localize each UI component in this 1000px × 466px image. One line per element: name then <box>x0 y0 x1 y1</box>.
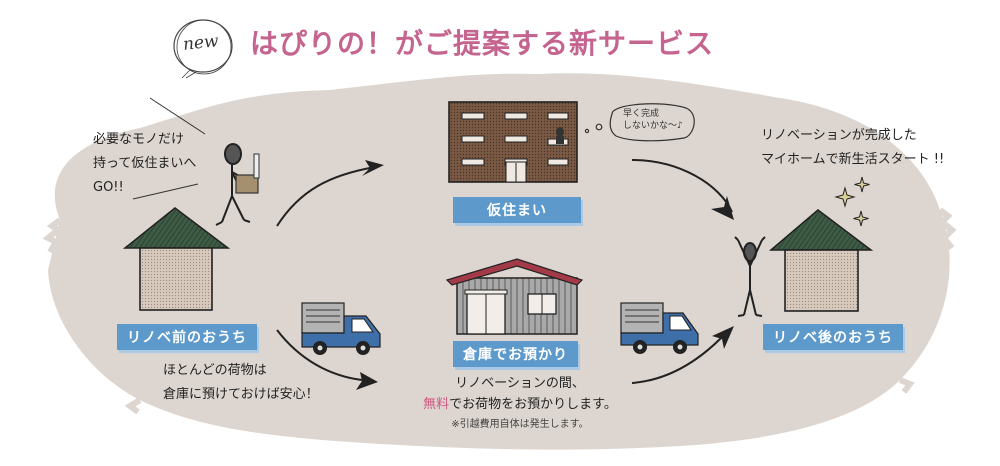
free-highlight: 無料 <box>423 397 450 412</box>
thought-bubble-icon <box>584 103 695 142</box>
new-badge-text: new <box>182 31 220 55</box>
person-carrying-box-icon <box>215 143 260 226</box>
caption-line: 無料でお荷物をお預かりします。 <box>380 394 660 415</box>
bubble-line: しないかな〜♪ <box>623 121 683 131</box>
caption-line: GO!! <box>93 180 124 195</box>
warehouse-caption: リノベーションの間、 無料でお荷物をお預かりします。 ※引越費用自体は発生します… <box>380 373 660 430</box>
thought-bubble-text: 早く完成 しないかな〜♪ <box>623 108 683 132</box>
arrow-icon <box>276 160 384 227</box>
caption-line: 持って仮住まいへ <box>93 156 197 171</box>
caption-line: 必要なモノだけ <box>93 132 185 147</box>
house-after-icon <box>768 209 874 312</box>
page-title: はぴりの！がご提案する新サービス <box>250 27 715 60</box>
moving-cost-note: ※引越費用自体は発生します。 <box>451 419 589 430</box>
caption-line: マイホームで新生活スタート !! <box>761 152 945 167</box>
caption-line: 倉庫に預けておけば安心！ <box>163 387 319 402</box>
caption-text: でお荷物をお預かりします。 <box>449 397 617 412</box>
bubble-line: 早く完成 <box>623 109 660 119</box>
temporary-housing-label: 仮住まい <box>453 197 581 223</box>
warehouse-icon <box>445 258 584 335</box>
house-before-icon <box>122 207 231 311</box>
after-home-caption: リノベーションが完成した マイホームで新生活スタート !! <box>761 124 944 172</box>
before-home-caption: 必要なモノだけ 持って仮住まいへ GO!! <box>93 128 196 200</box>
arrow-icon <box>631 159 734 220</box>
callout-line <box>132 183 199 200</box>
caption-line: リノベーションの間、 <box>455 376 585 391</box>
caption-line: リノベーションが完成した <box>761 128 917 143</box>
arrow-icon <box>631 326 734 384</box>
sparkle-icon <box>834 176 870 227</box>
new-badge-circle <box>173 19 233 79</box>
after-home-label: リノベ後のおうち <box>763 324 903 350</box>
callout-line <box>149 97 206 135</box>
truck-icon <box>301 302 381 355</box>
apartment-building-icon <box>448 101 578 183</box>
warehouse-label: 倉庫でお預かり <box>453 341 578 367</box>
arrow-icon <box>276 329 378 390</box>
caption-line: ほとんどの荷物は <box>163 363 267 378</box>
storage-hint-caption: ほとんどの荷物は 倉庫に預けておけば安心！ <box>163 359 319 407</box>
before-home-label: リノベ前のおうち <box>117 324 257 350</box>
person-cheering-icon <box>734 236 766 317</box>
truck-icon <box>620 302 699 354</box>
